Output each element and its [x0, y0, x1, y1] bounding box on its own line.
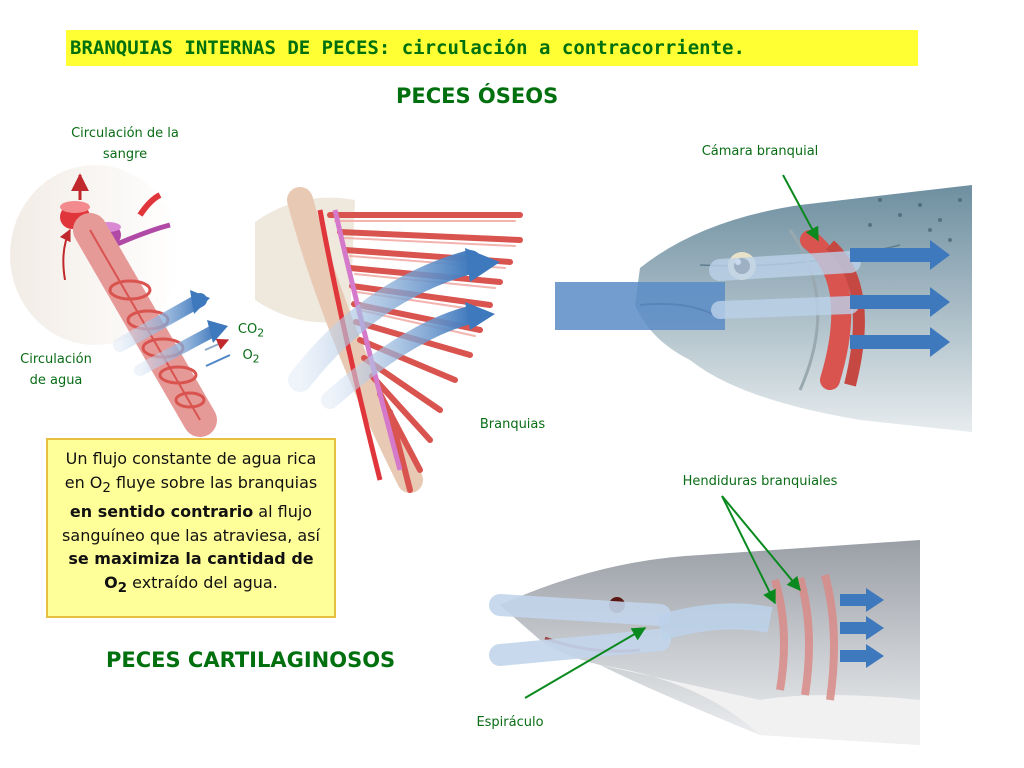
gill-chamber-annotation-arrow: [782, 174, 819, 242]
o2-label: O2: [242, 347, 260, 366]
gill-slit-annotation-arrow-1: [721, 495, 801, 592]
gill-chamber-label: Cámara branquial: [701, 144, 819, 159]
bony-fish-head: [555, 185, 972, 432]
cartilaginous-fish-heading: PECES CARTILAGINOSOS: [106, 648, 396, 672]
blood-circulation-line-1: Circulación de la: [71, 126, 179, 141]
water-circulation-line-2: de agua: [29, 373, 83, 388]
bony-fish-heading: PECES ÓSEOS: [396, 84, 559, 108]
page-title: BRANQUIAS INTERNAS DE PECES: circulación…: [70, 37, 745, 59]
blood-circulation-label: Circulación de la sangre: [50, 123, 200, 165]
gill-slit-annotation-arrow-2: [721, 495, 776, 605]
gill-slits-label: Hendiduras branquiales: [682, 474, 838, 489]
spiracle-annotation-arrow: [524, 627, 647, 699]
info-box: Un flujo constante de agua rica en O2 fl…: [46, 438, 336, 618]
water-circulation-label: Circulación de agua: [6, 349, 106, 391]
gills-label: Branquias: [479, 417, 546, 432]
water-circulation-line-1: Circulación: [20, 352, 92, 367]
title-highlight: [66, 30, 918, 66]
shark-head: [489, 540, 920, 745]
gill-filament-detail: [10, 165, 231, 437]
gas-exchange-label: CO2 O2: [228, 319, 274, 370]
co2-label: CO2: [237, 322, 265, 340]
blood-circulation-line-2: sangre: [102, 147, 148, 162]
spiracle-label: Espiráculo: [476, 715, 544, 730]
gill-arch-illustration: [255, 187, 523, 493]
annotation-arrows: [524, 174, 819, 699]
